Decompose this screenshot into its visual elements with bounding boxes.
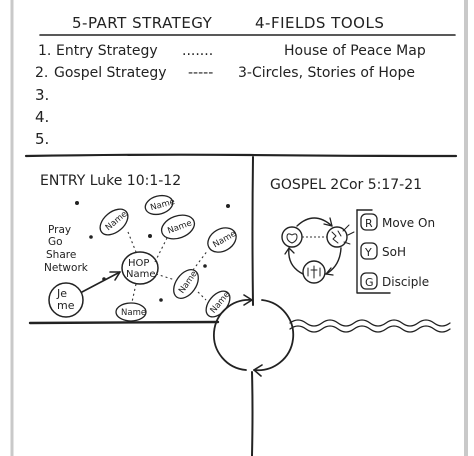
svg-text:Name: Name (121, 308, 146, 318)
jesus-me-circle: Je me (48, 282, 84, 318)
jesus-label: Je (56, 287, 67, 300)
strategy-list: 1. Entry Strategy ....... House of Peace… (35, 43, 426, 148)
svg-text:Name: Name (211, 229, 238, 250)
upper-vertical-divider (251, 156, 254, 306)
legend-item-red: R Move On (360, 213, 435, 231)
arrow-to-hop (81, 271, 121, 293)
response-ticks (342, 224, 355, 245)
list-item-label: Gospel Strategy (54, 65, 167, 81)
legend-item-green: G Disciple (360, 272, 429, 290)
response-legend: R Move On Y SoH G Disciple (360, 213, 435, 290)
entry-step: Share (46, 249, 76, 261)
hop-label: HOP (128, 258, 149, 269)
name-bubble: Name (144, 194, 176, 216)
legend-label: Disciple (382, 275, 429, 289)
arrowhead (323, 217, 333, 227)
legend-bracket (356, 209, 391, 294)
list-item-tool: House of Peace Map (284, 43, 426, 59)
name-bubble: Name (205, 290, 232, 318)
list-item-number: 3. (35, 86, 49, 104)
three-circles-diagram (281, 217, 355, 284)
arrowhead-to-hop (109, 271, 121, 281)
legend-letter: Y (364, 246, 372, 259)
name-bubble: Name (160, 214, 196, 240)
legend-letter: R (365, 217, 373, 230)
cycle-arc-right (253, 299, 295, 372)
list-item-number: 4. (35, 108, 49, 126)
me-label: me (57, 299, 75, 312)
heart-icon (286, 233, 298, 244)
legend-label: SoH (382, 245, 406, 259)
gospel-title: GOSPEL 2Cor 5:17-21 (270, 177, 422, 193)
name-bubble: Name (173, 269, 200, 299)
tools-heading: 4-FIELDS TOOLS (255, 14, 384, 32)
entry-step: Pray (48, 224, 71, 236)
wavy-line-upper (289, 319, 451, 327)
svg-text:Name: Name (177, 269, 200, 295)
scattered-dots (75, 201, 230, 302)
list-item-label: Entry Strategy (56, 43, 158, 59)
entry-step: Go (48, 236, 63, 248)
list-item-leader: ----- (188, 65, 213, 81)
cycle-arrowhead-bottom (253, 364, 263, 377)
cycle-arc-left (212, 299, 253, 371)
middle-horizontal-divider (28, 320, 220, 325)
list-item-leader: ....... (182, 43, 213, 59)
svg-text:Name: Name (104, 209, 130, 233)
name-bubble: Name (115, 302, 147, 322)
entry-step: Network (44, 262, 89, 274)
network-connectors (127, 231, 209, 303)
circle-gospel (302, 260, 326, 284)
arrowhead (325, 267, 334, 276)
list-item-number: 2. (35, 65, 48, 81)
hop-name-label: Name (126, 269, 156, 280)
wavy-line-lower (289, 325, 451, 333)
list-item-number: 1. (38, 43, 51, 59)
broken-pieces-icon (331, 230, 342, 244)
circle-design (281, 226, 303, 248)
lower-vertical-divider (251, 371, 254, 456)
legend-label: Move On (382, 216, 435, 230)
name-bubble: Name (207, 227, 238, 253)
arrow-gospel-to-design (288, 247, 304, 275)
arrow-brokenness-to-gospel (325, 247, 342, 275)
hop-node: HOP Name (121, 251, 159, 285)
legend-item-yellow: Y SoH (360, 242, 406, 260)
cross-icon (307, 265, 321, 279)
arrowhead (284, 247, 295, 255)
entry-steps-list: Pray Go Share Network (44, 224, 89, 274)
cycle-arrowhead-top (243, 294, 253, 306)
arrow-design-to-brokenness (296, 217, 333, 227)
name-bubble: Name (99, 208, 130, 236)
legend-letter: G (365, 276, 374, 289)
entry-title: ENTRY Luke 10:1-12 (40, 173, 181, 189)
list-item-number: 5. (35, 130, 49, 148)
svg-text:Name: Name (149, 197, 176, 213)
strategy-heading: 5-PART STRATEGY (72, 14, 213, 32)
list-item-tool: 3-Circles, Stories of Hope (238, 65, 415, 81)
top-horizontal-divider (24, 153, 458, 158)
name-bubbles: Name Name Name Name Name Name Name (99, 194, 238, 322)
